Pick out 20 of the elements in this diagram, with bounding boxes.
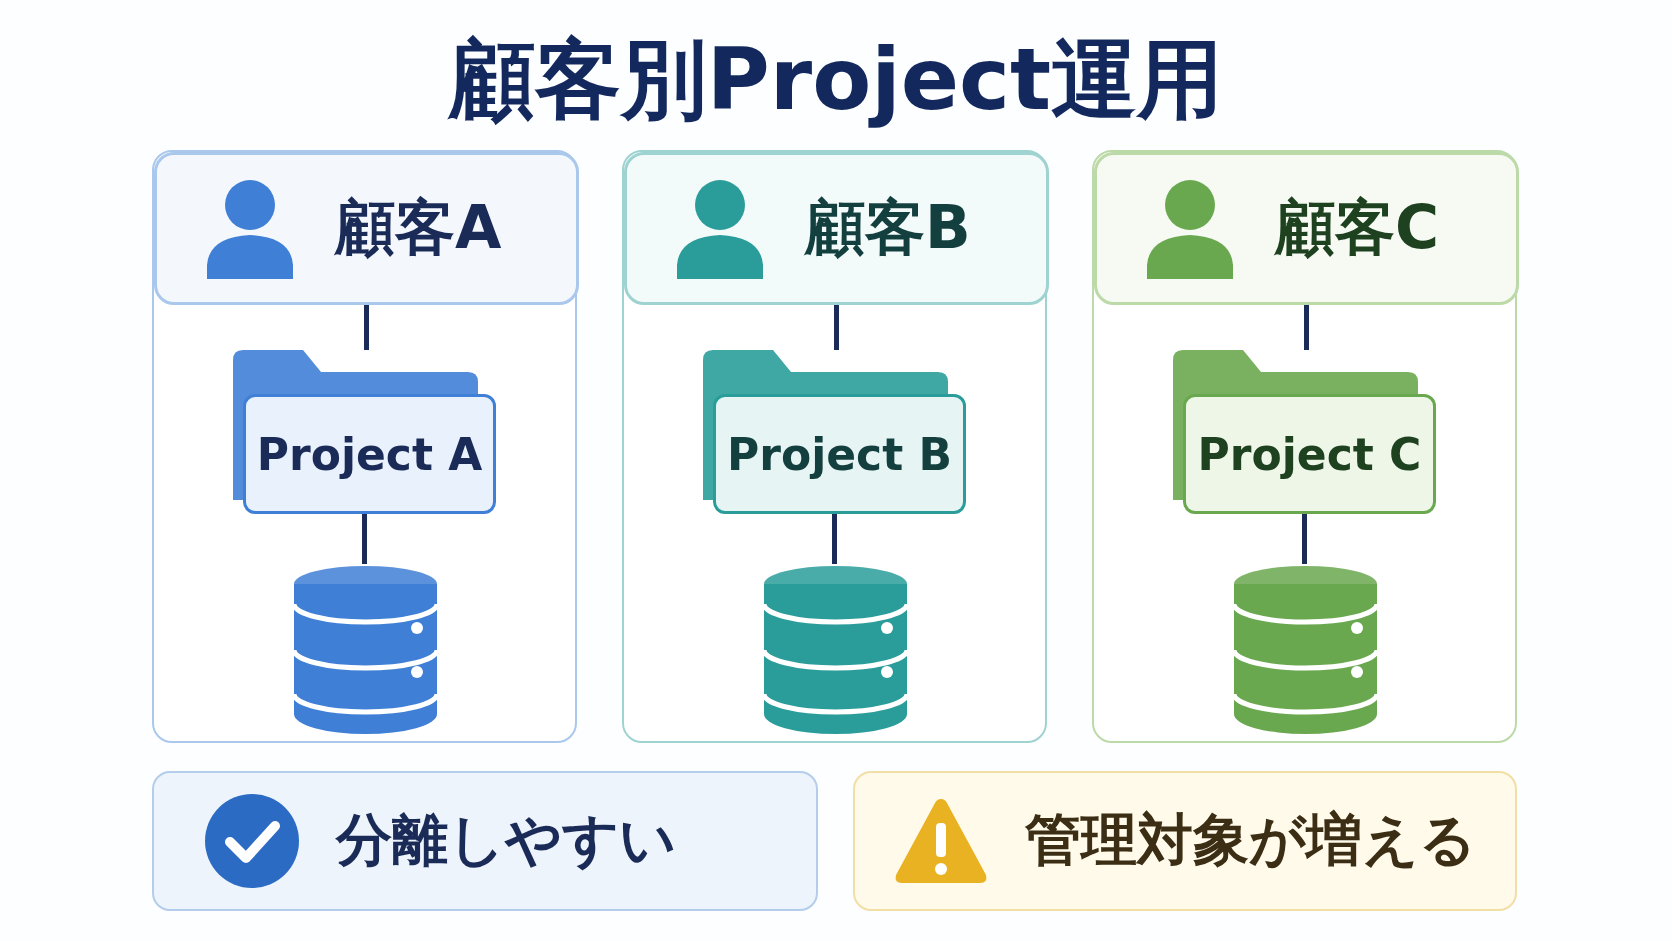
project-label: Project A bbox=[243, 394, 496, 514]
caution-card bbox=[853, 771, 1517, 911]
title: 顧客別Project運用 bbox=[446, 28, 1225, 131]
connector-line bbox=[364, 305, 369, 350]
connector-line bbox=[362, 514, 367, 564]
customer-name: 顧客A bbox=[335, 191, 502, 264]
column-panel bbox=[1092, 150, 1517, 743]
column-panel bbox=[152, 150, 577, 743]
connector-line bbox=[834, 305, 839, 350]
customer-name: 顧客B bbox=[805, 191, 971, 264]
connector-line bbox=[832, 514, 837, 564]
connector-line bbox=[1302, 514, 1307, 564]
project-label: Project B bbox=[713, 394, 966, 514]
connector-line bbox=[1304, 305, 1309, 350]
merit-card bbox=[152, 771, 818, 911]
merit-text: 分離しやすい bbox=[336, 806, 676, 874]
column-panel bbox=[622, 150, 1047, 743]
caution-text: 管理対象が増える bbox=[1025, 806, 1476, 874]
project-label: Project C bbox=[1183, 394, 1436, 514]
customer-name: 顧客C bbox=[1275, 191, 1440, 264]
